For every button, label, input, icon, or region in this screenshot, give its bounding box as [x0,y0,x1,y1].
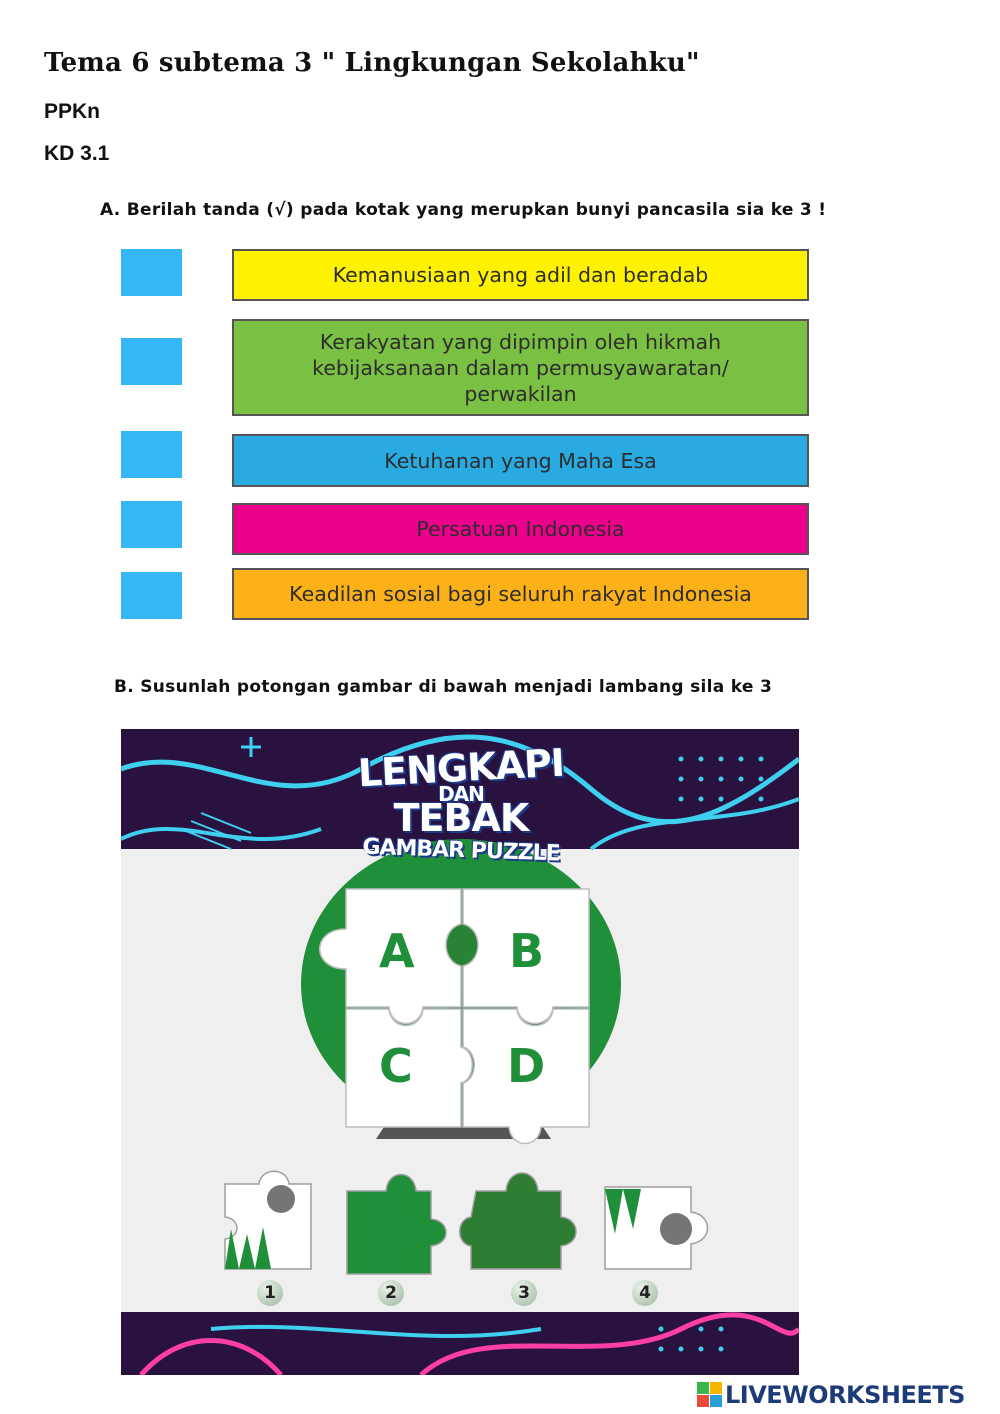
subject-label: PPKn [44,100,101,123]
top-banner [121,729,799,849]
piece-number-3: 3 [511,1280,537,1306]
option-box-3: Ketuhanan yang Maha Esa [232,434,809,487]
checkbox-option-2[interactable] [121,338,182,385]
checkbox-option-4[interactable] [121,501,182,548]
option-text-2: Kerakyatan yang dipimpin oleh hikmah keb… [312,329,729,406]
option-text-3: Ketuhanan yang Maha Esa [384,448,657,473]
option-text-4: Persatuan Indonesia [416,517,625,541]
piece-letter-c: C [379,1039,413,1093]
option-box-5: Keadilan sosial bagi seluruh rakyat Indo… [232,568,809,620]
option-box-4: Persatuan Indonesia [232,503,809,555]
piece-number-4: 4 [632,1280,658,1306]
footer-brand-text: LIVEWORKSHEETS [725,1381,965,1409]
page-title: Tema 6 subtema 3 " Lingkungan Sekolahku" [44,48,700,78]
section-b-instruction: B. Susunlah potongan gambar di bawah men… [114,677,773,697]
checkbox-option-5[interactable] [121,572,182,619]
checkbox-option-3[interactable] [121,431,182,478]
option-box-1: Kemanusiaan yang adil dan beradab [232,249,809,301]
kd-label: KD 3.1 [44,142,110,165]
piece-letter-b: B [509,924,545,978]
option-text-1: Kemanusiaan yang adil dan beradab [332,263,709,287]
puzzle-image: LENGKAPI DAN TEBAK GAMBAR PUZZLE A B C D… [121,729,799,1375]
footer-brand: LIVEWORKSHEETS [697,1381,965,1409]
liveworksheets-logo-icon [697,1382,722,1407]
option-box-2: Kerakyatan yang dipimpin oleh hikmah keb… [232,319,809,416]
checkbox-option-1[interactable] [121,249,182,296]
option-text-5: Keadilan sosial bagi seluruh rakyat Indo… [289,582,752,606]
piece-letter-a: A [379,924,415,978]
section-a-instruction: A. Berilah tanda (√) pada kotak yang mer… [100,200,827,220]
piece-number-2: 2 [378,1280,404,1306]
puzzle-decoration [121,734,799,1375]
piece-letter-d: D [507,1039,546,1093]
game-title-line2: DAN [438,782,485,806]
game-title-line3: TEBAK [393,796,530,840]
piece-number-1: 1 [257,1280,283,1306]
